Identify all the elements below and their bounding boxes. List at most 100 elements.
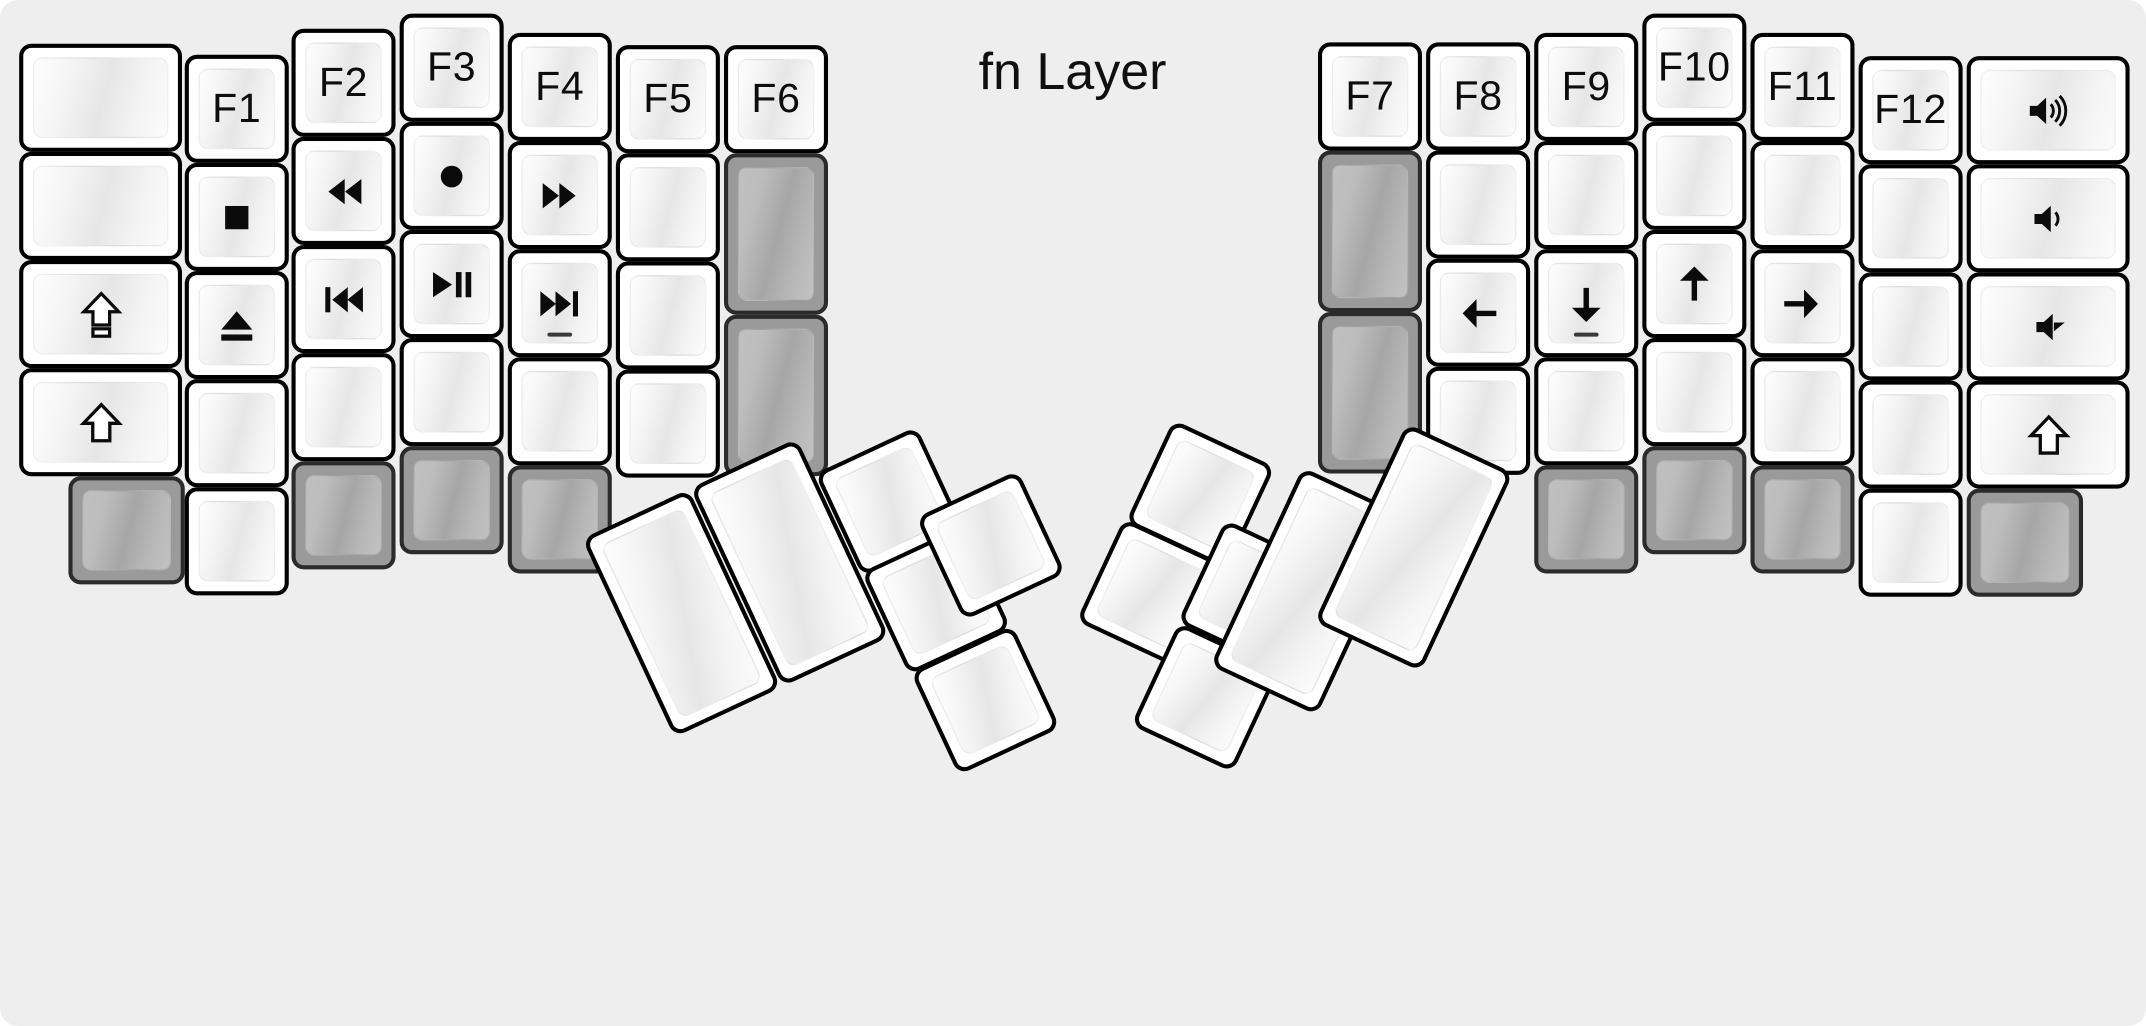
right-key-outer-extra-r-3[interactable] (1966, 272, 2130, 381)
left-key-ring-4[interactable] (291, 353, 396, 462)
left-key-pinky-2[interactable] (184, 162, 289, 271)
right-key-pinky-r-5[interactable] (1750, 465, 1855, 574)
keycap-face (198, 284, 276, 366)
left-key-index-4[interactable] (507, 357, 612, 466)
volume-mute-icon (2025, 303, 2072, 350)
right-key-ring-r-5[interactable] (1642, 446, 1747, 555)
left-key-middle-4[interactable] (399, 338, 504, 447)
right-key-middle-r-2[interactable] (1534, 140, 1639, 250)
right-key-ring-r-3[interactable] (1642, 229, 1747, 339)
arrow-down-icon (1563, 280, 1610, 327)
left-key-index-3[interactable] (507, 249, 612, 358)
keycap-face (1331, 164, 1409, 299)
key-label: F12 (1874, 86, 1947, 133)
keycap-face: F8 (1439, 56, 1517, 137)
right-key-outer-extra-r-2[interactable] (1966, 164, 2130, 273)
keycap-face (737, 328, 815, 463)
left-key-inner-extra-2[interactable] (724, 153, 829, 315)
keycap-face (1547, 479, 1625, 560)
right-key-middle-r-4[interactable] (1534, 357, 1639, 466)
right-key-outer-extra-r-1[interactable] (1966, 56, 2130, 165)
key-label: F10 (1657, 44, 1731, 90)
keycap-face (305, 258, 382, 340)
left-key-index-inner-1[interactable]: F5 (615, 45, 720, 154)
keycap-face (305, 366, 382, 448)
keycap-face (1439, 272, 1517, 354)
keycap-face: F4 (521, 46, 599, 128)
keycap-face (413, 243, 490, 325)
right-key-ring-r-4[interactable] (1642, 338, 1747, 447)
keycap-face: F9 (1547, 46, 1625, 128)
eject-icon (214, 302, 261, 349)
left-key-index-inner-2[interactable] (615, 153, 720, 262)
right-key-middle-r-1[interactable]: F9 (1534, 32, 1639, 141)
keycap-face (1656, 351, 1733, 433)
arrow-left-icon (1455, 289, 1502, 336)
right-key-pinky-outer-r-3[interactable] (1858, 272, 1963, 381)
keycap-face (1980, 69, 2116, 151)
keycap-face (413, 351, 490, 433)
right-key-pinky-r-3[interactable] (1750, 249, 1855, 358)
record-icon (428, 153, 475, 200)
keycap-face (198, 176, 276, 258)
right-key-index-r-1[interactable]: F8 (1426, 42, 1531, 151)
left-key-pinky-4[interactable] (184, 379, 289, 488)
left-key-pinky-outer-3[interactable] (19, 260, 183, 369)
left-key-index-inner-4[interactable] (615, 369, 720, 478)
key-label: F6 (751, 75, 801, 122)
right-key-ring-r-2[interactable] (1642, 121, 1747, 230)
right-key-pinky-outer-r-1[interactable]: F12 (1858, 56, 1963, 165)
keycap-face (198, 500, 276, 582)
keycap-face (32, 57, 169, 139)
left-key-middle-3[interactable] (399, 229, 504, 339)
right-key-outer-extra-r-5[interactable] (1966, 488, 2084, 597)
left-key-index-inner-3[interactable] (615, 261, 720, 370)
keycap-face (1547, 370, 1625, 452)
right-key-middle-r-3[interactable] (1534, 249, 1639, 358)
right-key-pinky-r-2[interactable] (1750, 140, 1855, 250)
right-key-ring-r-1[interactable]: F10 (1642, 13, 1747, 122)
left-key-ring-3[interactable] (291, 244, 396, 354)
right-key-pinky-outer-r-5[interactable] (1858, 488, 1963, 597)
right-key-pinky-outer-r-4[interactable] (1858, 380, 1963, 489)
left-key-middle-1[interactable]: F3 (399, 13, 504, 122)
keycap-face (32, 381, 169, 463)
left-key-pinky-5[interactable] (184, 487, 289, 596)
left-key-pinky-1[interactable]: F1 (184, 54, 289, 163)
right-key-pinky-r-4[interactable] (1750, 357, 1855, 466)
keycap-face (1764, 370, 1841, 452)
left-key-pinky-outer-1[interactable] (19, 43, 183, 152)
left-key-index-2[interactable] (507, 140, 612, 250)
right-key-index-r-2[interactable] (1426, 150, 1531, 259)
right-key-pinky-outer-r-2[interactable] (1858, 164, 1963, 273)
left-key-pinky-outer-5[interactable] (68, 476, 185, 585)
fast-forward-icon (537, 172, 584, 219)
left-key-pinky-outer-2[interactable] (19, 151, 183, 261)
keycap-face (1980, 286, 2116, 367)
right-key-middle-r-5[interactable] (1534, 465, 1639, 574)
keycap-face (1980, 394, 2116, 475)
right-key-outer-extra-r-4[interactable] (1966, 380, 2130, 489)
right-key-index-inner-r-2[interactable] (1317, 150, 1422, 313)
left-key-middle-2[interactable] (399, 121, 504, 230)
keycap-face: F7 (1331, 56, 1409, 137)
left-key-ring-2[interactable] (291, 136, 396, 245)
left-key-ring-5[interactable] (291, 461, 396, 570)
left-key-inner-extra-1[interactable]: F6 (724, 45, 829, 154)
shift-icon (77, 399, 124, 446)
keycap-face (1656, 459, 1733, 541)
keycap-face (413, 459, 490, 541)
right-key-pinky-r-1[interactable]: F11 (1750, 32, 1855, 141)
right-key-index-r-3[interactable] (1426, 258, 1531, 367)
left-key-middle-5[interactable] (399, 446, 504, 555)
left-key-ring-1[interactable]: F2 (291, 28, 396, 137)
volume-up-icon (2025, 87, 2072, 134)
right-key-index-inner-r-1[interactable]: F7 (1317, 42, 1422, 151)
left-key-index-1[interactable]: F4 (507, 32, 612, 141)
left-key-pinky-3[interactable] (184, 270, 289, 380)
left-key-pinky-outer-4[interactable] (19, 368, 183, 477)
keycap-face (1980, 177, 2116, 259)
keycap-face: F10 (1656, 27, 1733, 109)
